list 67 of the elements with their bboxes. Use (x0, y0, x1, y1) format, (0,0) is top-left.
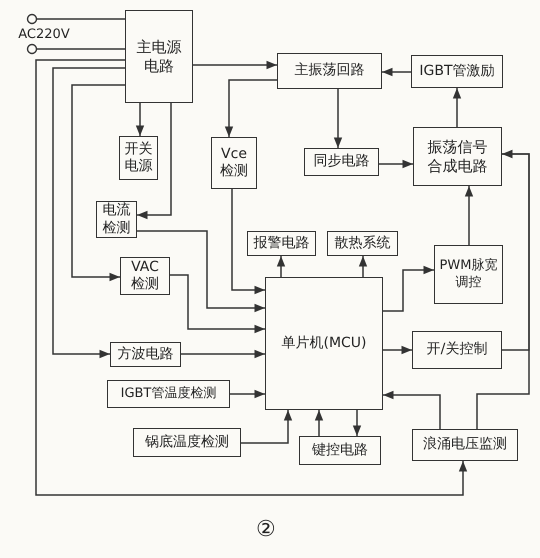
arrow (383, 390, 441, 429)
block-label: Vce检测 (219, 146, 249, 180)
block-label: 主振荡回路 (294, 62, 364, 80)
arrow (476, 150, 530, 429)
block-box (299, 436, 381, 465)
arrow (52, 67, 125, 358)
block-label: IGBT管激励 (419, 62, 495, 80)
block-label: VAC检测 (130, 258, 160, 294)
arrow (35, 59, 468, 496)
block-box (110, 342, 181, 367)
wire (36, 48, 125, 50)
block-label: 锅底温度检测 (145, 434, 229, 452)
arrow (231, 189, 265, 294)
block-label: 开关电源 (124, 140, 154, 176)
arrow (71, 84, 125, 282)
block-label: 方波电路 (118, 346, 174, 364)
arrow (241, 410, 292, 444)
arrow (464, 186, 474, 245)
block-box (265, 277, 383, 410)
arrow (137, 230, 265, 312)
block-box (133, 428, 241, 457)
block-label: IGBT管温度检测 (120, 386, 216, 402)
figure-number: ② (256, 516, 276, 542)
block-label: 电流检测 (102, 202, 132, 237)
block-label: 单片机(MCU) (281, 334, 367, 352)
arrow (334, 89, 342, 148)
block-label: PWM脉宽调控 (438, 258, 498, 291)
arrow (383, 346, 412, 354)
block-box (304, 148, 379, 176)
voltage-label: AC220V (18, 26, 70, 44)
block-box (412, 429, 518, 461)
arrow (181, 350, 265, 358)
arrow (170, 274, 265, 334)
arrow (137, 103, 172, 220)
arrow (314, 410, 324, 436)
block-box (211, 137, 257, 189)
block-box (434, 245, 503, 304)
block-label: 同步电路 (314, 153, 370, 171)
arrow (276, 256, 286, 277)
arrow (452, 88, 462, 127)
block-label: 主电源电路 (136, 38, 182, 76)
block-label: 浪涌电压监测 (423, 436, 507, 454)
arrow (379, 160, 413, 168)
arrow (383, 266, 434, 312)
arrow (352, 410, 362, 436)
block-label: 键控电路 (312, 442, 368, 460)
block-box (107, 380, 230, 408)
block-box (327, 231, 398, 256)
arrow (358, 256, 368, 277)
arrow (193, 60, 277, 70)
block-box (411, 55, 503, 88)
arrow (136, 103, 144, 136)
block-box (247, 231, 316, 256)
arrow (382, 68, 411, 76)
block-box (120, 257, 170, 295)
arrow (224, 79, 277, 137)
block-label: 开/关控制 (426, 341, 488, 359)
wire (36, 18, 125, 20)
block-box (96, 201, 137, 238)
block-box (277, 53, 382, 89)
block-box (413, 127, 502, 186)
arrow (230, 390, 265, 398)
block-box (125, 10, 193, 103)
block-label: 散热系统 (334, 234, 390, 252)
block-box (412, 331, 502, 369)
block-label: 报警电路 (254, 234, 310, 252)
block-label: 振荡信号合成电路 (428, 138, 488, 176)
